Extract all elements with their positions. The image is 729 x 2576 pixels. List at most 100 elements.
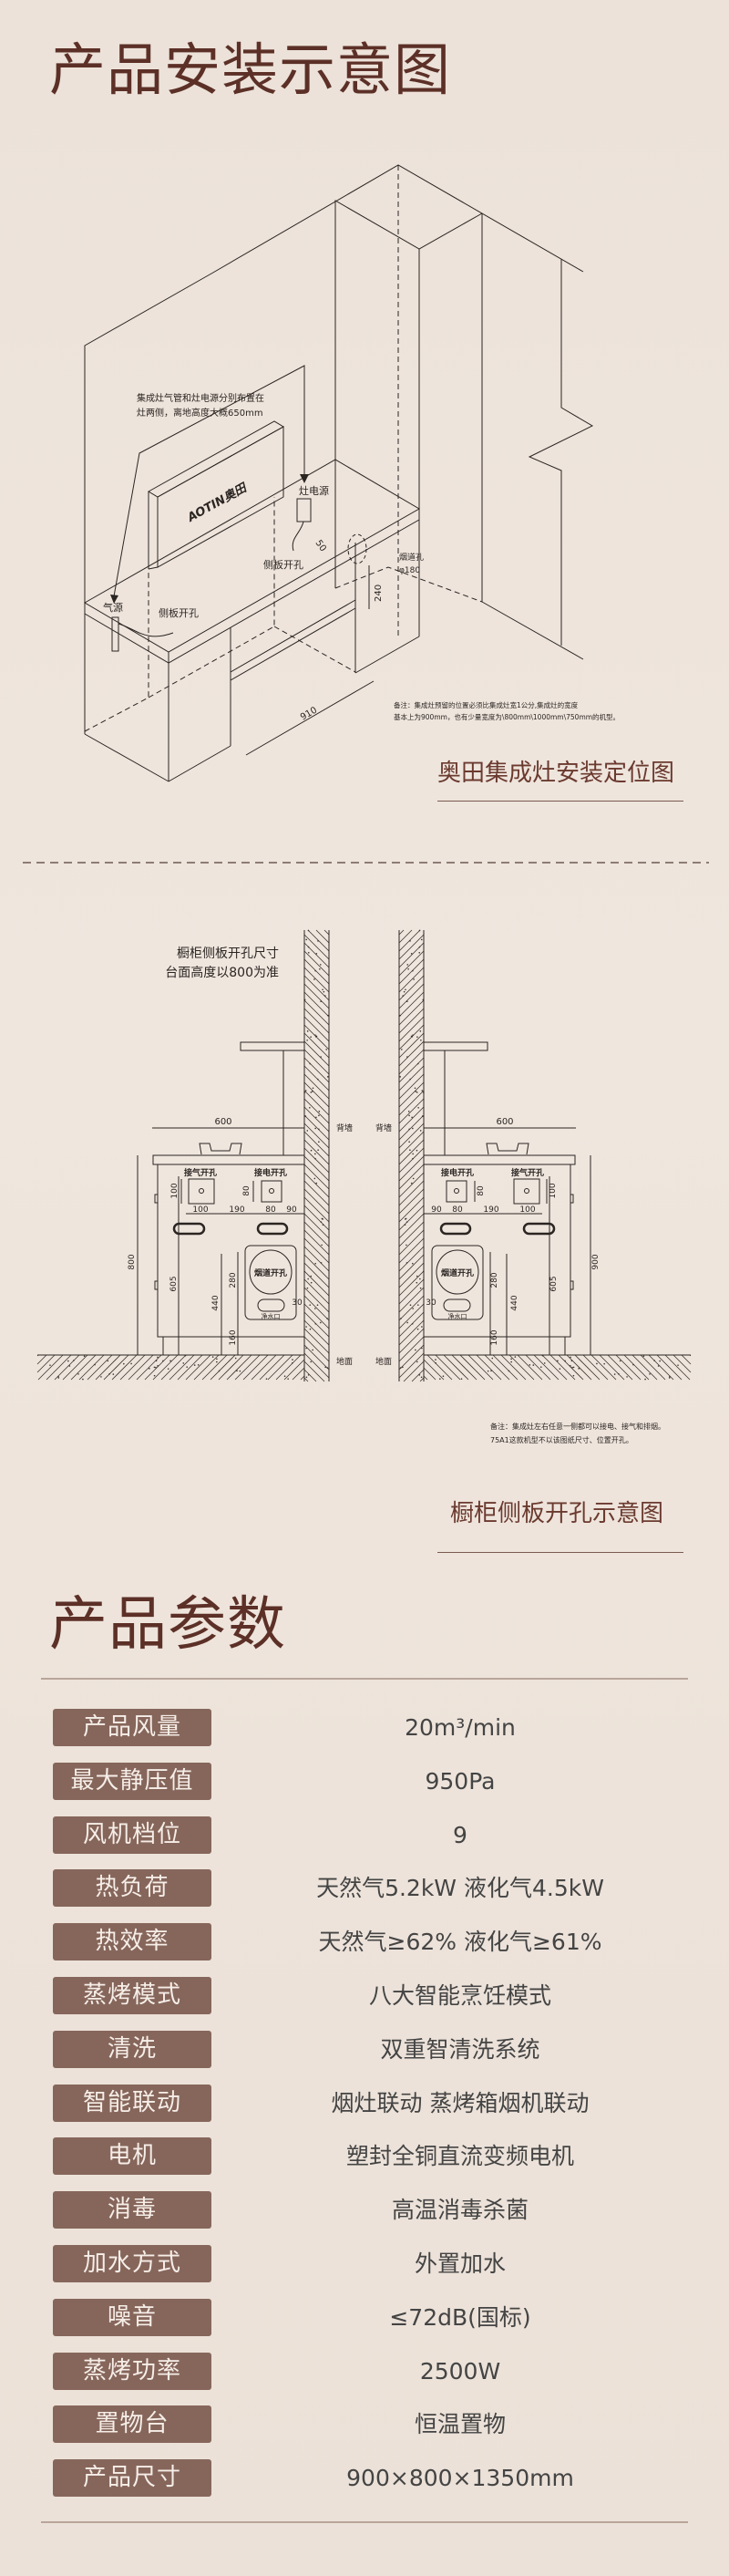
hatch-line <box>398 1262 425 1288</box>
hatch-line <box>303 1270 330 1297</box>
hatch-dot <box>416 1360 418 1363</box>
hatch-dot <box>657 1365 660 1367</box>
flue-panel <box>431 1245 484 1320</box>
hatch-dot <box>402 995 405 997</box>
hatch-dot <box>304 1090 307 1091</box>
hatch-dot <box>416 1091 418 1093</box>
spec-value: 9 <box>453 1821 467 1848</box>
hatch-dot <box>57 1375 59 1378</box>
hatch-line <box>303 1369 317 1382</box>
spec-value: 烟灶联动 蒸烤箱烟机联动 <box>331 2089 590 2116</box>
gas-hole-box <box>513 1178 540 1205</box>
hatch-dot <box>669 1375 671 1378</box>
hatch-dot <box>416 1275 418 1278</box>
hatch-line <box>398 967 425 993</box>
hatch-dot <box>327 1014 329 1017</box>
hatch-dot <box>668 1377 671 1379</box>
hatch-dot <box>420 1376 423 1379</box>
hatch-dot <box>310 1281 313 1284</box>
hatch-dot <box>603 1362 605 1365</box>
hatch-dot <box>326 1076 329 1078</box>
hatch-dot <box>313 1177 316 1180</box>
water-inlet-label: 净水口 <box>262 1312 281 1320</box>
hatch-line <box>259 1354 285 1381</box>
hatch-dot <box>83 1355 86 1358</box>
hatch-line <box>37 1354 64 1381</box>
handle <box>522 1222 556 1236</box>
hatch-dot <box>408 1141 410 1143</box>
hatch-dot <box>402 1366 404 1369</box>
hatch-line <box>492 1354 519 1381</box>
hatch-line <box>111 1354 138 1381</box>
hatch-dot <box>412 969 414 972</box>
hatch-dot <box>218 1370 221 1372</box>
hatch-line <box>398 1016 425 1042</box>
hatch-dot <box>421 1090 424 1091</box>
hatch-line <box>303 1188 330 1215</box>
hatch-dot <box>321 1244 323 1247</box>
hatch-dot <box>312 1087 314 1090</box>
hatch-dot <box>408 1114 410 1117</box>
hatch-line <box>648 1354 674 1381</box>
hatch-dot <box>415 1091 417 1092</box>
hatch-dot <box>320 1056 322 1058</box>
hatch-dot <box>406 1000 408 1002</box>
back-wall-label: 背墙 <box>336 1122 353 1133</box>
spec-label: 智能联动 <box>53 2084 211 2122</box>
hatch-line <box>119 1354 146 1381</box>
dim-605: 605 <box>549 1276 559 1291</box>
dim-gas-w: 100 <box>192 1205 208 1215</box>
callout-text-line2: 灶两侧，离地高度大概650mm <box>137 407 263 419</box>
gas-hose <box>118 623 174 637</box>
spec-value: 双重智清洗系统 <box>380 2035 540 2063</box>
hatch-line <box>303 967 330 993</box>
hatch-line <box>398 999 425 1026</box>
hatch-line <box>599 1354 625 1381</box>
hatch-dot <box>211 1356 214 1358</box>
hatch-line <box>398 1180 425 1206</box>
spec-label: 电机 <box>53 2137 211 2176</box>
hatch-line <box>169 1354 195 1381</box>
hatch-line <box>292 1367 305 1381</box>
hatch-line <box>631 1354 658 1381</box>
hatch-line <box>398 929 413 944</box>
hatch-dot <box>659 1360 661 1362</box>
hatch-line <box>403 1360 425 1382</box>
hatch-line <box>234 1354 261 1381</box>
hatch-line <box>398 1295 425 1321</box>
hatch-line <box>426 1354 453 1381</box>
hatch-line <box>54 1354 80 1381</box>
hatch-dot <box>508 1370 510 1372</box>
dim-280: 280 <box>229 1272 238 1288</box>
hatch-dot <box>543 1362 546 1364</box>
hatch-dot <box>318 1114 320 1117</box>
hatch-dot <box>414 1087 416 1090</box>
hatch-dot <box>73 1360 75 1361</box>
hatch-dot <box>405 988 406 991</box>
hatch-dot <box>421 1115 424 1117</box>
hatch-line <box>398 1098 425 1124</box>
hatch-dot <box>216 1360 218 1363</box>
hatch-line <box>303 1065 330 1091</box>
hatch-line <box>640 1354 666 1381</box>
hatch-line <box>398 1344 425 1371</box>
dim-gas-h: 100 <box>170 1183 180 1198</box>
hatch-dot <box>406 964 409 966</box>
hatch-dot <box>410 952 413 955</box>
spec-value: ≤72dB(国标) <box>389 2303 531 2331</box>
hatch-line <box>398 1319 425 1346</box>
hatch-dot <box>407 967 409 970</box>
spec-value: 天然气≥62% 液化气≥61% <box>318 1929 602 1956</box>
power-socket-icon <box>296 498 312 522</box>
hatch-line <box>303 1155 330 1182</box>
cabinet-body <box>157 1164 305 1338</box>
hatch-line <box>398 958 425 985</box>
hatch-dot <box>514 1356 517 1358</box>
hatch-dot <box>412 1177 415 1180</box>
handle <box>439 1222 472 1236</box>
hatch-dot <box>130 1362 132 1365</box>
hatch-line <box>303 1344 330 1371</box>
hatch-dot <box>216 1358 218 1360</box>
hatch-dot <box>309 1304 312 1306</box>
hatch-dot <box>157 1356 159 1359</box>
